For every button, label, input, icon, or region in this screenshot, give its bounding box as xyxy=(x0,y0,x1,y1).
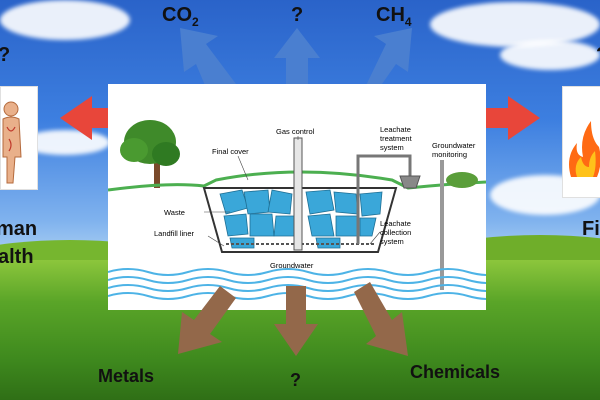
final-cover-label: Final cover xyxy=(212,147,249,156)
ch4-subscript: 4 xyxy=(404,15,412,29)
leachate-treatment-label-3: system xyxy=(380,143,404,152)
down-arrow-center xyxy=(274,286,318,356)
waste-label: Waste xyxy=(164,208,185,217)
left-arrow xyxy=(60,96,146,140)
down-arrow-left xyxy=(178,286,236,354)
landfill-liner-label: Landfill liner xyxy=(154,229,195,238)
human-health-line1: man xyxy=(0,218,38,240)
chemicals-label: Chemicals xyxy=(410,362,501,382)
top-question-label: ? xyxy=(291,4,304,26)
up-arrow-left xyxy=(180,28,236,102)
human-body-icon xyxy=(2,101,22,184)
cloud xyxy=(0,0,130,40)
landfill-diagram-art: Final cover Gas control Leachate treatme… xyxy=(107,120,509,300)
gas-control-label: Gas control xyxy=(276,127,315,136)
waste-blocks xyxy=(219,189,383,249)
bottom-question-label: ? xyxy=(290,370,301,390)
groundwater-waves xyxy=(107,268,509,300)
fire-icon xyxy=(569,121,600,177)
landfill-diagram: Final cover Gas control Leachate treatme… xyxy=(107,84,509,310)
co2-subscript: 2 xyxy=(192,15,199,29)
tree-icon xyxy=(120,120,180,188)
co2-label: CO2 xyxy=(162,4,199,29)
leachate-collection-label-1: Leachate xyxy=(380,219,411,228)
groundwater-monitoring-label-1: Groundwater xyxy=(432,141,476,150)
cloud xyxy=(500,40,600,70)
leachate-collection-label-3: system xyxy=(380,237,404,246)
down-arrow-right xyxy=(354,282,408,356)
leachate-collection-label-2: collection xyxy=(380,228,411,237)
up-arrow-center xyxy=(274,28,320,108)
monitoring-well xyxy=(440,160,444,290)
metals-label: Metals xyxy=(98,366,155,386)
co2-text: CO xyxy=(162,4,192,26)
groundwater-monitoring-label-2: monitoring xyxy=(432,150,467,159)
fire-panel xyxy=(562,86,600,198)
leachate-treatment-label-2: treatment xyxy=(380,134,413,143)
human-health-panel xyxy=(0,86,38,190)
right-arrow xyxy=(452,96,540,140)
fire-label: Fi xyxy=(582,218,600,240)
cloud xyxy=(430,2,600,47)
up-arrow-right xyxy=(358,28,412,102)
left-question-label: ? xyxy=(0,44,10,67)
ch4-label: CH4 xyxy=(376,4,412,29)
ch4-text: CH xyxy=(376,4,405,26)
leachate-pipe xyxy=(356,154,412,244)
treatment-tank xyxy=(399,175,421,189)
groundwater-label: Groundwater xyxy=(270,261,314,270)
bush-icon xyxy=(446,172,478,188)
leader-lines xyxy=(204,136,381,247)
leachate-treatment-label-1: Leachate xyxy=(380,125,411,134)
human-health-line2: alth xyxy=(0,246,34,268)
right-question-label: ? xyxy=(596,44,600,67)
